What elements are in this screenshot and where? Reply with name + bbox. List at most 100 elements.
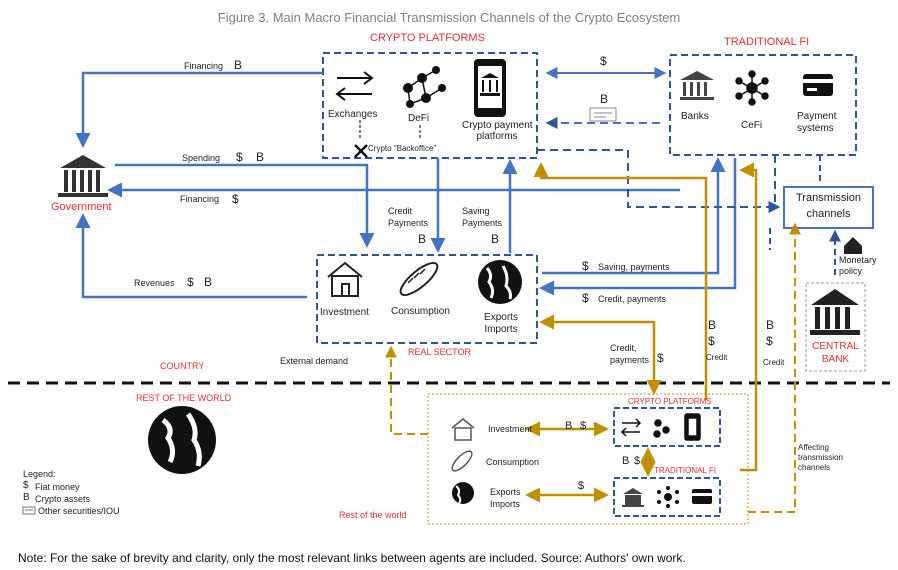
credit-payments-label-2: Payments (388, 218, 429, 228)
monetary-policy-label-1: Monetary (839, 255, 877, 265)
row-house-icon (451, 418, 475, 441)
country-label: COUNTRY (160, 361, 205, 371)
revenues-crypto-symbol: B (204, 275, 213, 289)
government-icon (58, 155, 108, 197)
affecting-label-3: channels (798, 463, 831, 472)
transmission-label-1: Transmission (796, 192, 861, 204)
legend-crypto-label: Crypto assets (35, 494, 91, 504)
row-investment-fiat-symbol: $ (580, 420, 587, 432)
figure-title: Figure 3. Main Macro Financial Transmiss… (217, 10, 681, 25)
credit-gold-fiat-symbol: $ (657, 351, 664, 365)
traditional-fi-heading: TRADITIONAL FI (724, 36, 810, 48)
consumption-label: Consumption (391, 306, 450, 317)
saving-payments-arrow-label: Saving, payments (598, 262, 670, 272)
row-globe-icon (452, 482, 474, 504)
rest-of-world-heading: REST OF THE WORLD (136, 393, 232, 403)
revenues-fiat-symbol: $ (187, 275, 194, 289)
row-exports-label-1: Exports (490, 487, 521, 497)
exchange-fiat-symbol: $ (600, 54, 607, 68)
globe-icon (478, 260, 522, 304)
affecting-label-1: Affecting (798, 443, 829, 452)
gold-row-to-tradfi (739, 162, 758, 472)
legend-title: Legend: (23, 469, 56, 479)
row-bread-icon (451, 450, 473, 472)
footnote: Note: For the sake of brevity and clarit… (18, 551, 686, 565)
credit-payments-gold-label-2: payments (610, 355, 650, 365)
financing-top-label: Financing (184, 61, 224, 71)
defi-label: DeFi (408, 113, 430, 124)
legend-fiat-label: Fiat money (35, 482, 80, 492)
financing-top-crypto-symbol: B (234, 58, 243, 72)
central-bank-label-1: CENTRAL (812, 341, 859, 352)
payment-systems-label-1: Payment (797, 111, 837, 122)
gold-real-to-row (539, 314, 662, 395)
central-bank-box (805, 282, 866, 372)
row-exports-fiat-symbol: $ (578, 480, 585, 492)
bread-icon (399, 261, 439, 297)
arrow-financing-top (75, 71, 323, 148)
monetary-policy-label-2: policy (839, 266, 863, 276)
credit-payments-gold-label-1: Credit, (610, 343, 637, 353)
house-icon (327, 261, 363, 297)
credit-payments-arrow-label: Credit, payments (598, 294, 667, 304)
monetary-policy-icon (844, 237, 862, 254)
legend-fiat-symbol: $ (23, 480, 29, 491)
cefi-network-icon (735, 70, 769, 106)
arrow-credit-from-fi (539, 158, 737, 296)
phone-bank-icon (474, 59, 506, 117)
defi-network-icon (403, 66, 446, 108)
saving-fiat-symbol: $ (582, 259, 589, 273)
bank-icon (680, 71, 714, 100)
row-investment-label: Investment (488, 424, 533, 434)
revenues-label: Revenues (134, 278, 175, 288)
crypto-platforms-box (322, 52, 538, 159)
exchanges-label: Exchanges (328, 109, 378, 120)
financing-mid-fiat-symbol: $ (232, 192, 239, 206)
card-icon (803, 74, 833, 96)
row-investment-crypto-symbol: B (565, 420, 573, 432)
banks-label: Banks (681, 111, 709, 122)
exports-label-1: Exports (484, 312, 518, 323)
traditional-fi-box (669, 54, 857, 156)
payment-platforms-label-1: Crypto payment (462, 120, 533, 131)
arrow-revenues (75, 213, 307, 299)
government-label: Government (51, 201, 112, 213)
exchange-crypto-symbol: B (600, 92, 609, 106)
financing-mid-label: Financing (180, 194, 220, 204)
credit-payments-crypto-symbol: B (418, 232, 427, 246)
affecting-label-2: transmission (798, 453, 843, 462)
central-bank-icon (810, 289, 860, 335)
backoffice-tools-icon (354, 144, 368, 158)
credit-b-crypto-symbol: B (766, 318, 775, 332)
row-link-crypto-symbol: B (622, 455, 630, 467)
investment-label: Investment (320, 307, 369, 318)
payment-systems-label-2: systems (797, 123, 834, 134)
row-tradfi-icons (622, 486, 712, 508)
credit-fiat-symbol: $ (582, 291, 589, 305)
saving-payments-label-2: Payments (462, 218, 503, 228)
gold-affecting-channels (748, 222, 801, 513)
legend-crypto-symbol: B (23, 492, 30, 503)
row-consumption-label: Consumption (486, 457, 540, 467)
saving-payments-label-1: Saving (462, 206, 490, 216)
gold-external-demand (385, 345, 428, 435)
row-crypto-icons (620, 413, 701, 441)
arrow-saving-to-fi (542, 157, 726, 275)
spending-fiat-symbol: $ (236, 150, 243, 164)
row-box (427, 393, 749, 525)
arrow-spending (115, 163, 375, 248)
legend-securities-label: Other securities/IOU (38, 506, 120, 516)
spending-label: Spending (182, 153, 221, 163)
real-sector-heading: REAL SECTOR (408, 347, 472, 357)
crypto-platforms-heading: CRYPTO PLATFORMS (370, 32, 485, 44)
gold-crypto-row-to-crypto (533, 162, 708, 400)
credit-b-label: Credit (763, 358, 785, 367)
cefi-label: CeFi (741, 120, 763, 131)
exchange-arrows-icon (335, 71, 374, 101)
credit-a-crypto-symbol: B (708, 318, 717, 332)
transmission-box (783, 186, 874, 229)
row-exports-label-2: Imports (490, 499, 521, 509)
credit-a-fiat-symbol: $ (708, 334, 715, 348)
exports-label-2: Imports (484, 324, 518, 335)
